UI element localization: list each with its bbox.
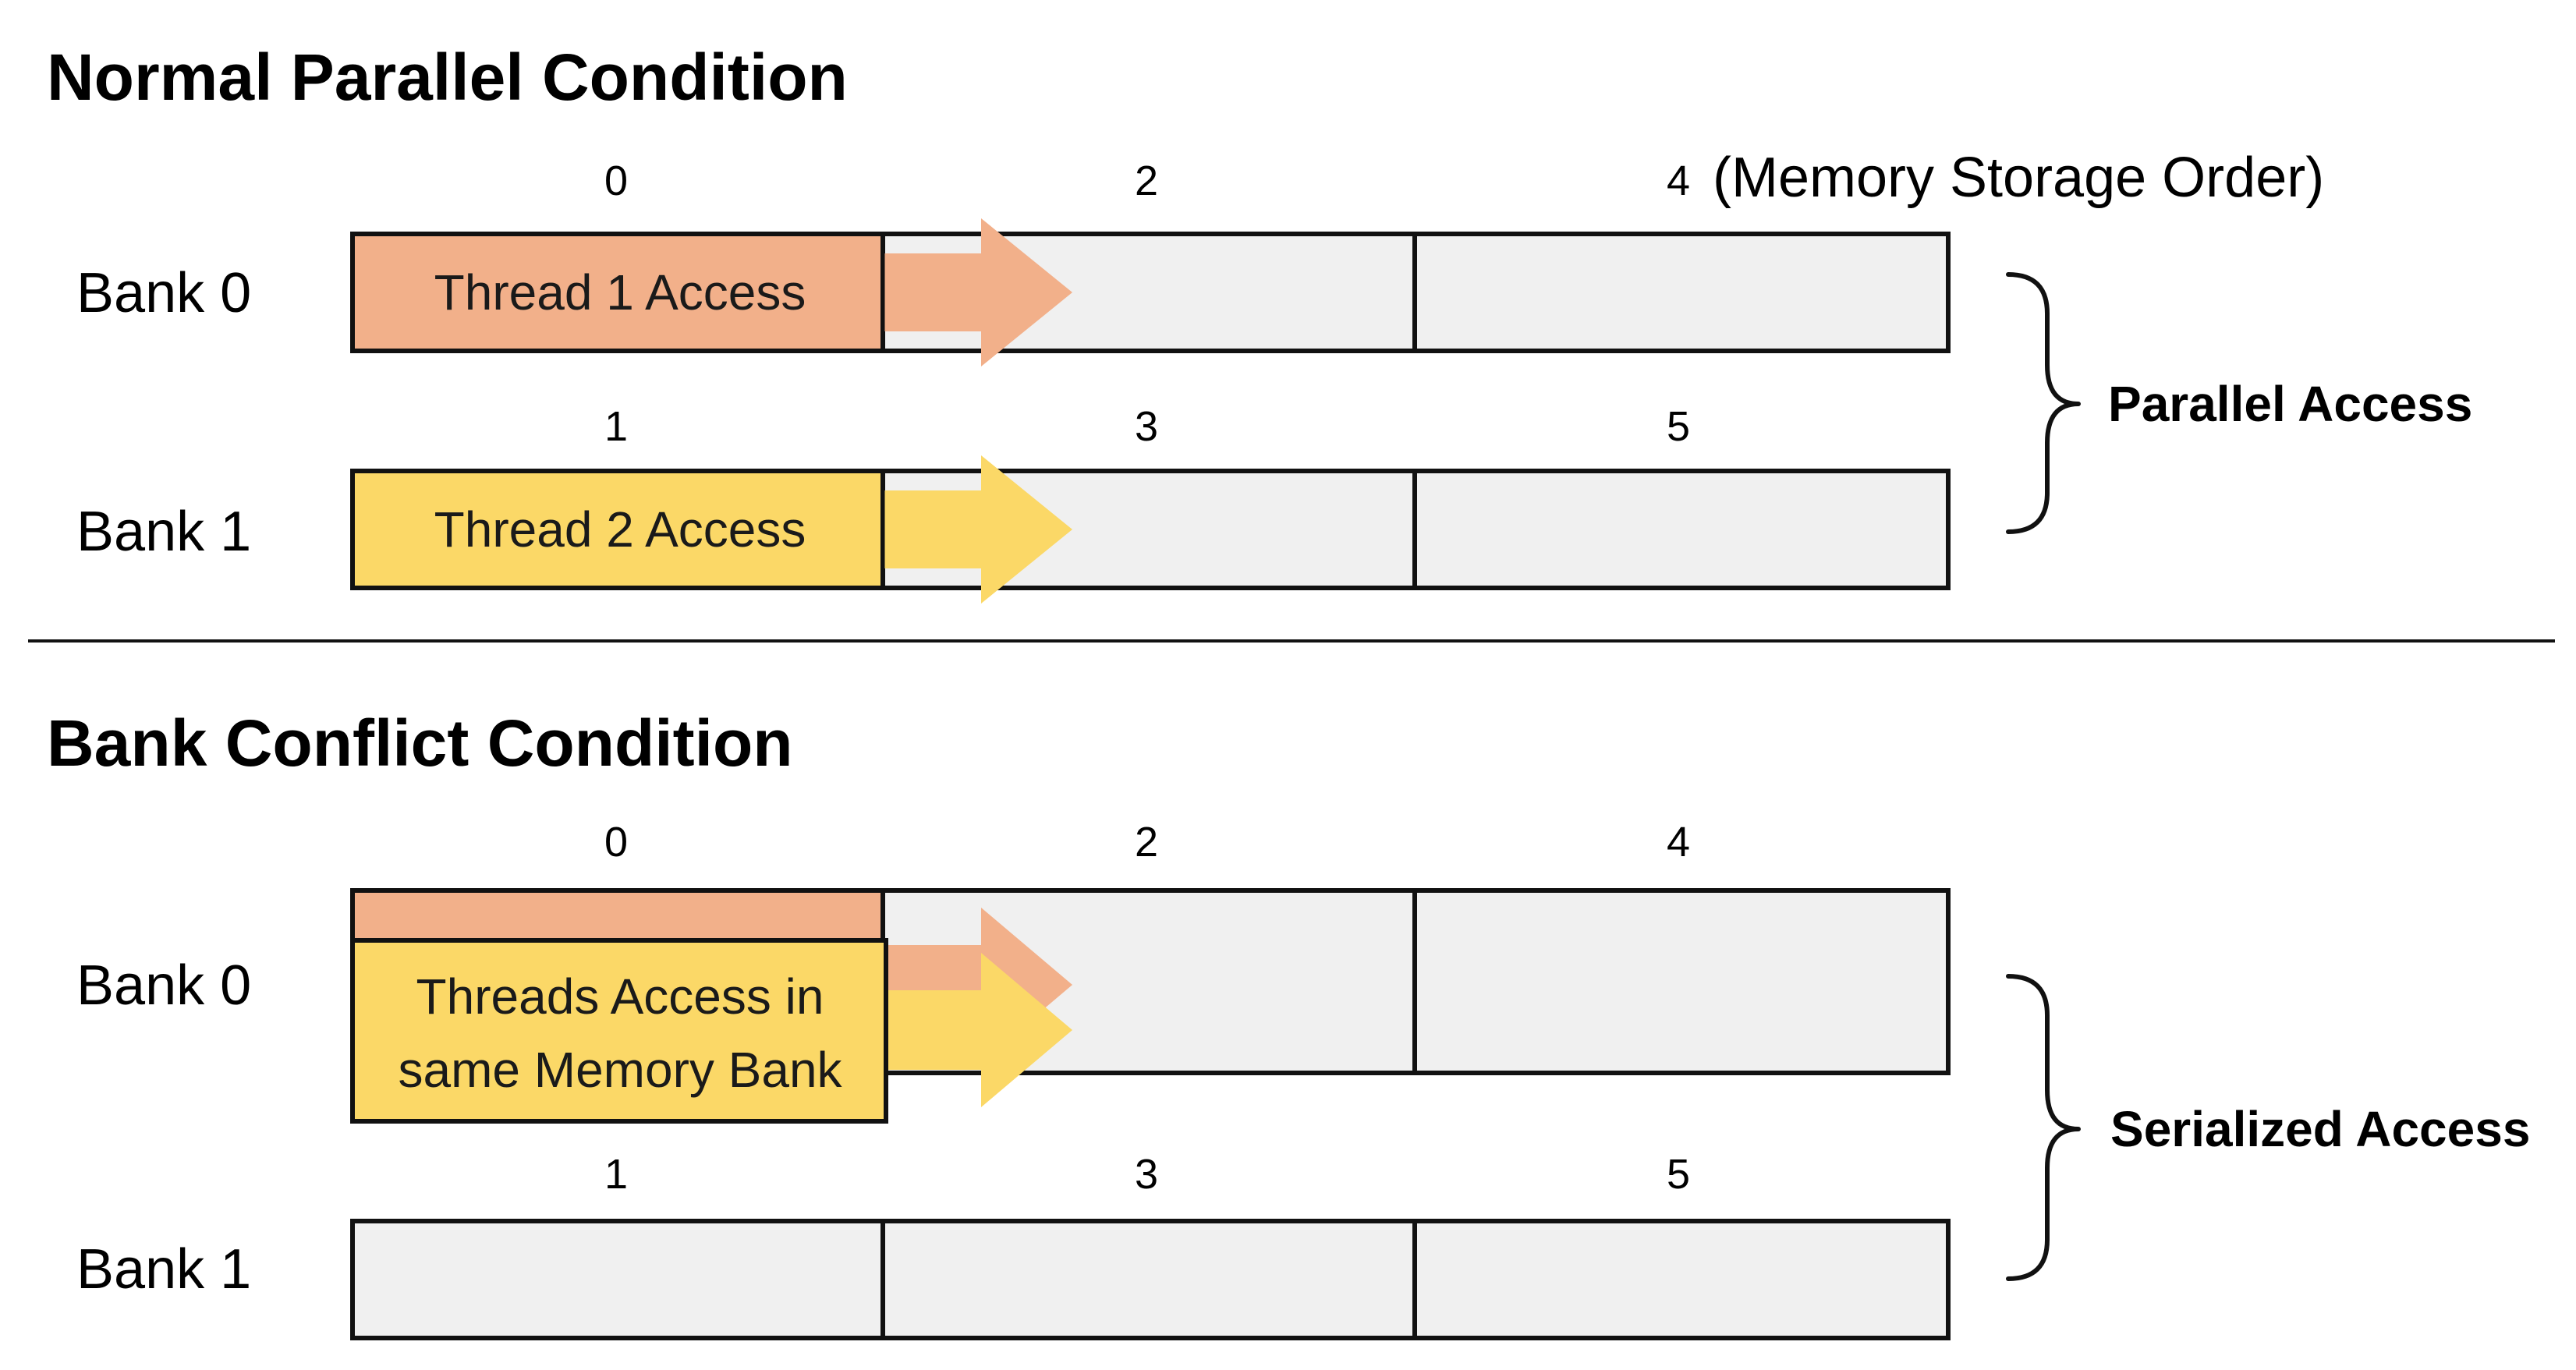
serialized-access-label: Serialized Access bbox=[2110, 1101, 2530, 1157]
thread2-access-label: Thread 2 Access bbox=[434, 501, 806, 558]
thread1-access-label: Thread 1 Access bbox=[434, 264, 806, 320]
normal-bank1-index-1: 1 bbox=[604, 403, 628, 450]
conflict-bank0-cell-4 bbox=[1412, 888, 1951, 1075]
conflict-thread2-arrow bbox=[881, 953, 1072, 1107]
conflict-bank1-cell-5 bbox=[1412, 1219, 1951, 1340]
conflict-bank0-row: Threads Access in same Memory Bank bbox=[350, 888, 1951, 1124]
conflict-bank1-cell-1 bbox=[350, 1219, 885, 1340]
conflict-access-line1: Threads Access in bbox=[416, 968, 824, 1025]
conflict-bank1-index-1: 1 bbox=[604, 1151, 628, 1198]
normal-bank0-index-4: 4 bbox=[1667, 158, 1690, 204]
conflict-bank1-label: Bank 1 bbox=[76, 1238, 251, 1301]
serialized-access-brace bbox=[2006, 974, 2081, 1281]
conflict-bank1-index-5: 5 bbox=[1667, 1151, 1690, 1198]
conflict-bank0-index-0: 0 bbox=[604, 819, 628, 866]
normal-bank0-row: Thread 1 Access bbox=[350, 218, 1951, 366]
normal-bank1-index-3: 3 bbox=[1135, 403, 1158, 450]
thread1-access-arrow bbox=[881, 218, 1072, 366]
normal-bank1-label: Bank 1 bbox=[76, 501, 251, 563]
normal-section-title: Normal Parallel Condition bbox=[47, 41, 848, 114]
memory-storage-order-note: (Memory Storage Order) bbox=[1713, 147, 2324, 209]
conflict-bank1-row bbox=[350, 1219, 1951, 1340]
thread2-access-fill bbox=[350, 469, 885, 590]
conflict-bank0-label: Bank 0 bbox=[76, 954, 251, 1017]
normal-bank1-cell-5 bbox=[1412, 469, 1951, 590]
normal-bank1-row: Thread 2 Access bbox=[350, 455, 1951, 604]
parallel-access-brace bbox=[2006, 272, 2081, 534]
conflict-threads-box bbox=[350, 938, 888, 1124]
normal-bank0-label: Bank 0 bbox=[76, 262, 251, 324]
normal-bank1-index-5: 5 bbox=[1667, 403, 1690, 450]
thread1-access-fill bbox=[350, 232, 885, 353]
conflict-bank0-index-2: 2 bbox=[1135, 819, 1158, 866]
normal-bank0-index-0: 0 bbox=[604, 158, 628, 204]
thread2-access-arrow bbox=[881, 455, 1072, 604]
conflict-bank0-index-4: 4 bbox=[1667, 819, 1690, 866]
conflict-bank1-index-3: 3 bbox=[1135, 1151, 1158, 1198]
conflict-bank1-cell-3 bbox=[881, 1219, 1417, 1340]
normal-bank0-cell-4 bbox=[1412, 232, 1951, 353]
conflict-access-line2: same Memory Bank bbox=[398, 1042, 842, 1098]
parallel-access-label: Parallel Access bbox=[2108, 376, 2472, 432]
conflict-section-title: Bank Conflict Condition bbox=[47, 706, 793, 780]
normal-bank0-index-2: 2 bbox=[1135, 158, 1158, 204]
conflict-thread1-fill bbox=[350, 888, 885, 943]
